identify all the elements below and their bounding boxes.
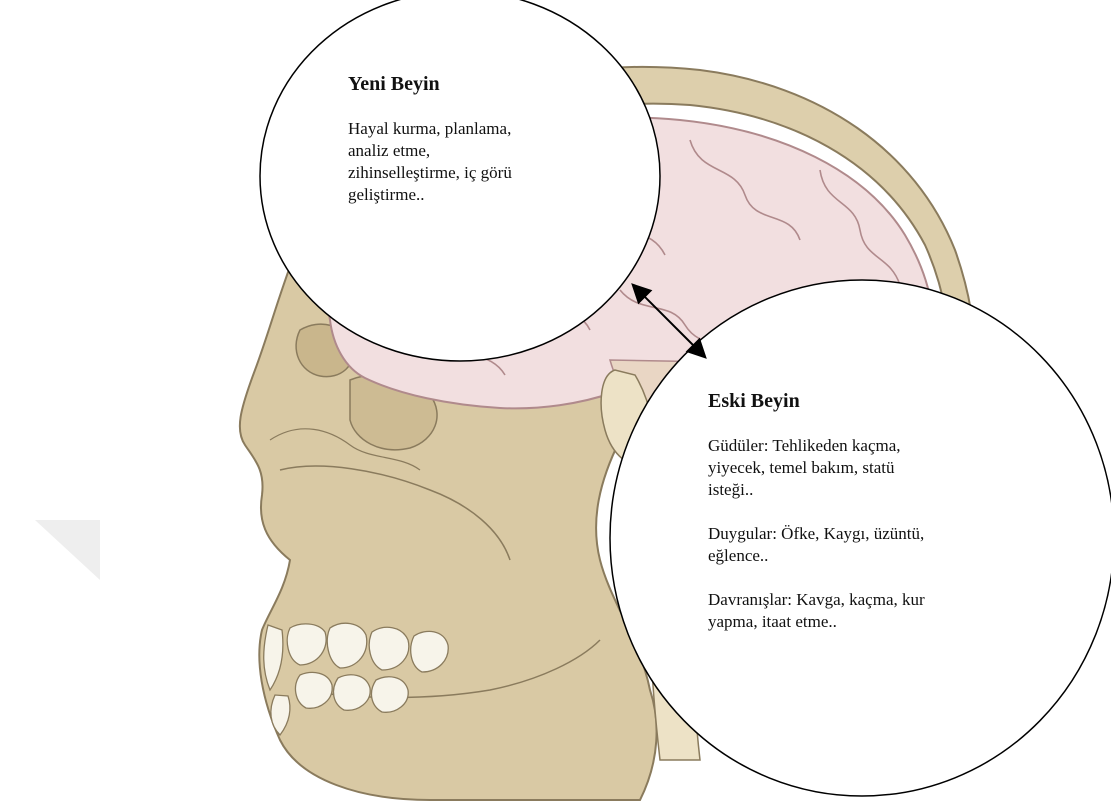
new-brain-line: Hayal kurma, planlama, <box>348 118 598 140</box>
drives-paragraph: Güdüler: Tehlikeden kaçma, yiyecek, teme… <box>708 435 1038 501</box>
behaviors-line: yapma, itaat etme.. <box>708 611 1038 633</box>
decorative-triangle <box>35 520 100 580</box>
old-brain-content: Eski Beyin Güdüler: Tehlikeden kaçma, yi… <box>708 390 1038 655</box>
old-brain-title: Eski Beyin <box>708 390 1038 413</box>
drives-line: yiyecek, temel bakım, statü <box>708 457 1038 479</box>
drives-line: Güdüler: Tehlikeden kaçma, <box>708 435 1038 457</box>
new-brain-line: analiz etme, <box>348 140 598 162</box>
behaviors-line: Davranışlar: Kavga, kaçma, kur <box>708 589 1038 611</box>
emotions-line: Duygular: Öfke, Kaygı, üzüntü, <box>708 523 1038 545</box>
new-brain-title: Yeni Beyin <box>348 73 598 96</box>
behaviors-paragraph: Davranışlar: Kavga, kaçma, kur yapma, it… <box>708 589 1038 633</box>
old-brain-description: Güdüler: Tehlikeden kaçma, yiyecek, teme… <box>708 435 1038 633</box>
emotions-paragraph: Duygular: Öfke, Kaygı, üzüntü, eğlence.. <box>708 523 1038 567</box>
emotions-line: eğlence.. <box>708 545 1038 567</box>
drives-line: isteği.. <box>708 479 1038 501</box>
new-brain-line: zihinselleştirme, iç görü <box>348 162 598 184</box>
new-brain-description: Hayal kurma, planlama, analiz etme, zihi… <box>348 118 598 206</box>
new-brain-content: Yeni Beyin Hayal kurma, planlama, analiz… <box>348 73 598 206</box>
new-brain-line: geliştirme.. <box>348 184 598 206</box>
